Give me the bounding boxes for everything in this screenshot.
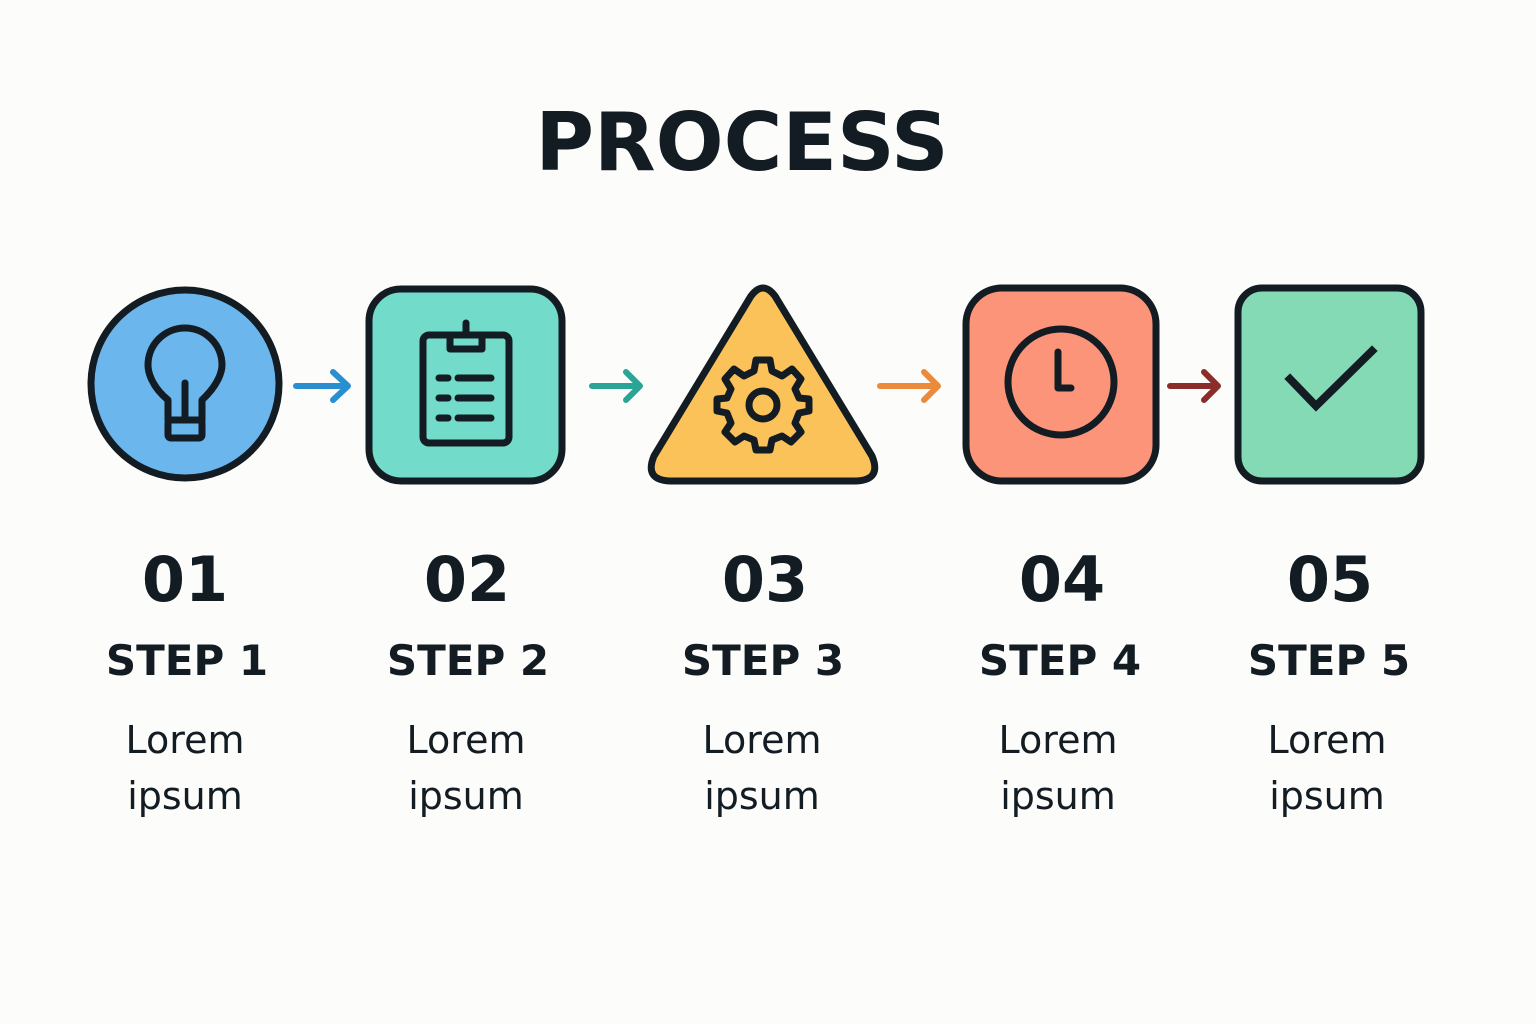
- arrow-4-5: [1167, 369, 1221, 403]
- step-5-labels: 05 STEP 5 Lorem ipsum: [1248, 543, 1410, 818]
- step-number: 04: [1019, 543, 1105, 616]
- clock-icon: [1004, 325, 1118, 439]
- gear-icon: [713, 356, 813, 454]
- step-2-labels: 02 STEP 2 Lorem ipsum: [387, 543, 549, 818]
- clipboard-icon: [419, 319, 513, 447]
- step-description-line-2: ipsum: [127, 774, 243, 818]
- step-label: STEP 2: [387, 636, 549, 685]
- step-5-shape: [1234, 284, 1425, 485]
- step-label: STEP 3: [682, 636, 844, 685]
- step-label: STEP 5: [1248, 636, 1410, 685]
- step-number: 01: [142, 543, 228, 616]
- step-description-line-2: ipsum: [1269, 774, 1385, 818]
- step-1-labels: 01 STEP 1 Lorem ipsum: [106, 543, 268, 818]
- step-description-line-1: Lorem: [1268, 718, 1387, 762]
- step-label: STEP 1: [106, 636, 268, 685]
- step-2-shape: [365, 285, 566, 485]
- step-4-shape: [962, 284, 1160, 485]
- step-label: STEP 4: [979, 636, 1141, 685]
- step-3-labels: 03 STEP 3 Lorem ipsum: [682, 543, 844, 818]
- lightbulb-icon: [144, 324, 226, 442]
- step-number: 03: [722, 543, 808, 616]
- arrow-2-3: [589, 369, 643, 403]
- step-number: 02: [424, 543, 510, 616]
- step-description-line-2: ipsum: [408, 774, 524, 818]
- step-description-line-1: Lorem: [407, 718, 526, 762]
- step-number: 05: [1287, 543, 1373, 616]
- step-description-line-1: Lorem: [999, 718, 1118, 762]
- step-4-labels: 04 STEP 4 Lorem ipsum: [979, 543, 1141, 818]
- step-3-shape: [647, 284, 879, 485]
- step-description-line-1: Lorem: [126, 718, 245, 762]
- step-description-line-2: ipsum: [1000, 774, 1116, 818]
- page-title: PROCESS: [535, 96, 948, 189]
- checkmark-icon: [1284, 345, 1378, 412]
- arrow-1-2: [293, 369, 351, 403]
- step-description-line-2: ipsum: [704, 774, 820, 818]
- arrow-3-4: [877, 369, 941, 403]
- step-1-shape: [87, 286, 283, 482]
- step-description-line-1: Lorem: [703, 718, 822, 762]
